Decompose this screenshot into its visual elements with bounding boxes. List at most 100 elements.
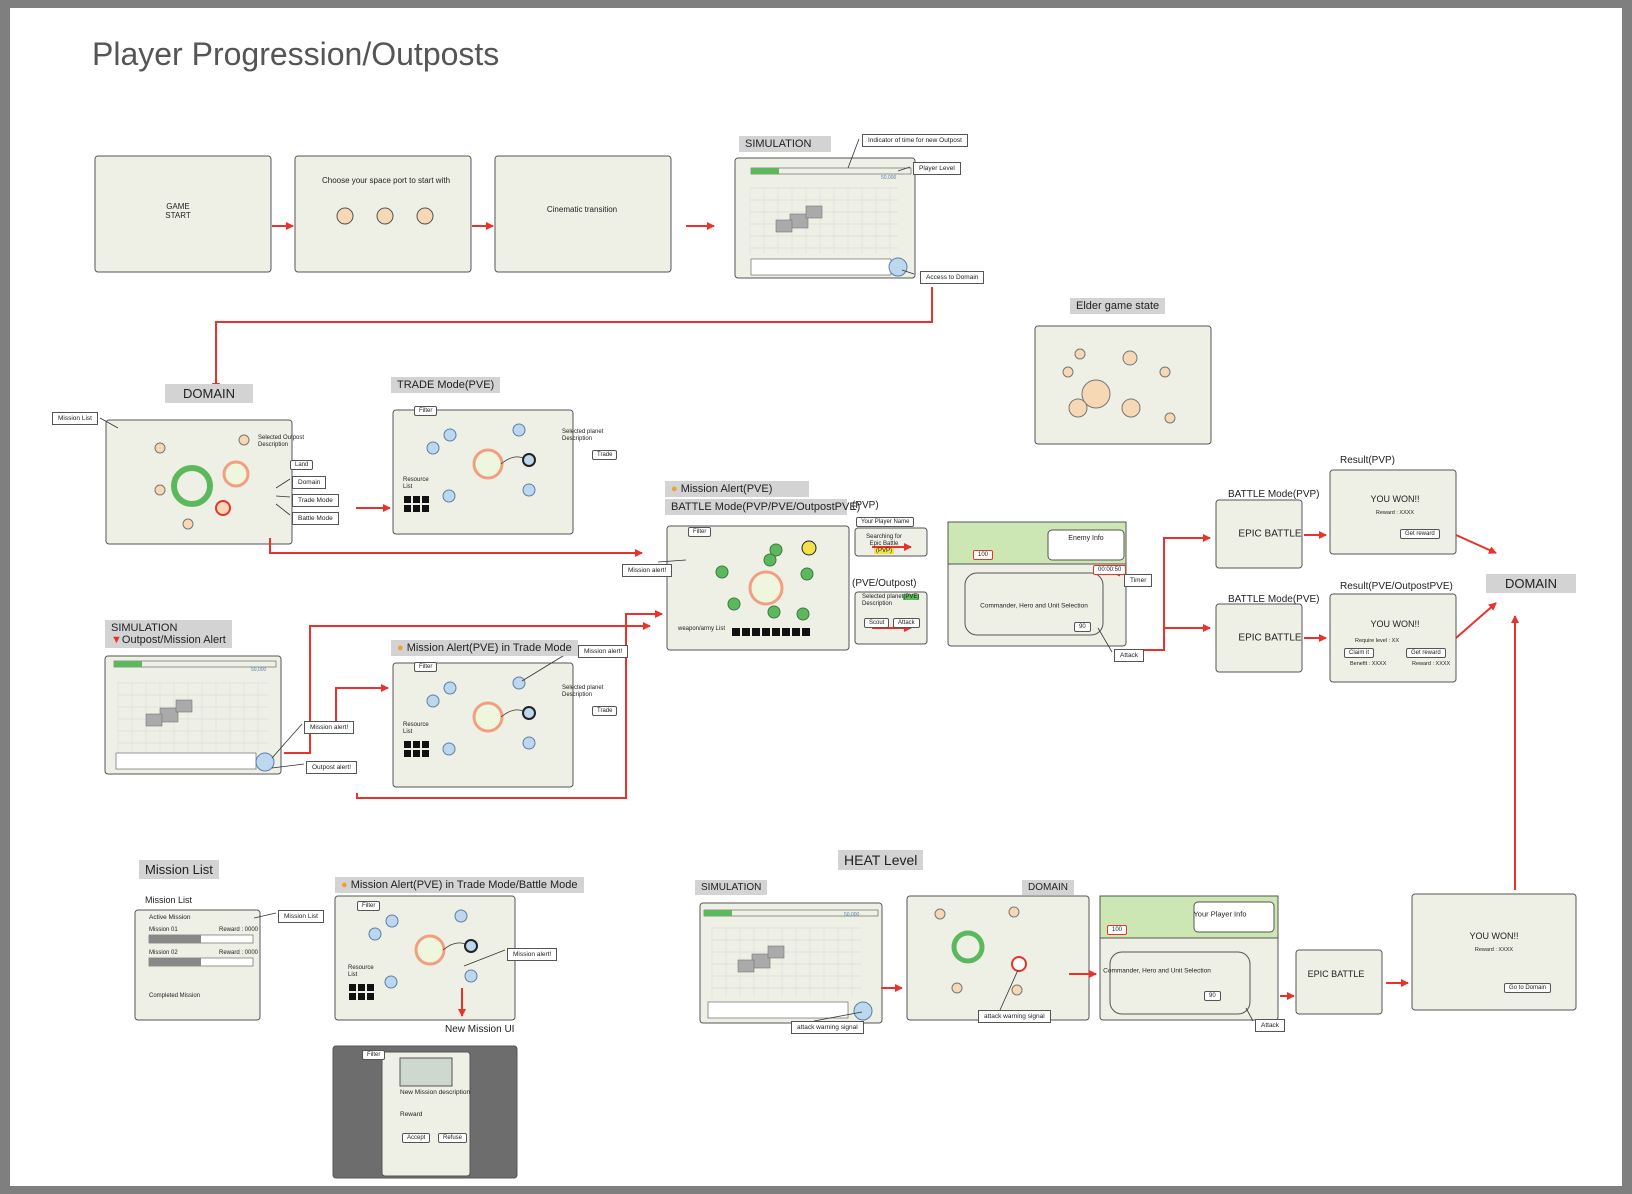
timer-value: 00:00:50 [1093,565,1127,575]
enemy-info-label: Enemy Info [1068,534,1104,542]
heat-commander-panel [1099,895,1279,1021]
weapon-slot-7 [802,628,810,636]
port-circle-2 [416,207,434,225]
sim-toolbar-1 [115,752,257,770]
elder-planet-4 [1159,366,1171,378]
domain-header: DOMAIN [165,384,253,403]
battle-planet-1 [769,543,783,557]
resource-cell-1-2-0 [422,741,429,748]
battle-planet-6 [763,553,777,567]
resource-cell-1-2-1 [422,750,429,757]
heat-home-ring [951,930,985,964]
mission-bar-0 [148,934,254,944]
resource-cell-0-1-1 [413,505,420,512]
accept-button[interactable]: Accept [402,1133,431,1143]
choose-port-panel [294,155,472,273]
battle-mode-header: BATTLE Mode(PVP/PVE/OutpostPVE) [665,499,860,515]
resource-cell-0-0-1 [404,505,411,512]
access-domain-note: Access to Domain [920,271,985,284]
trade-planet-3 [442,489,456,503]
level-fill-2 [704,910,732,916]
domain-access-icon-0 [888,257,908,277]
new-mission-filter[interactable]: Filter [362,1050,386,1060]
active-mission-label: Active Mission [149,914,191,921]
heat-warning-target [1011,956,1027,972]
mission-bar-fill-1 [149,958,201,966]
callout-leader-5 [275,495,291,498]
player-name-field: Your Player Name [856,517,915,527]
flow-arrow-3 [212,287,933,391]
elder-header: Elder game state [1070,298,1166,314]
trade-button[interactable]: Trade [592,450,618,460]
hp-badge: 100 [973,550,994,560]
callout-leader-1 [897,166,911,172]
weapon-slot-2 [752,628,760,636]
timer-note: Timer [1124,574,1153,587]
battle-planet-4 [796,607,810,621]
pvp-tag: (PVP) [873,547,894,554]
mission-alert-note: Mission alert! [622,564,673,577]
tb-alert-filter[interactable]: Filter [357,901,381,911]
claim-button[interactable]: Claim it [1344,648,1375,658]
completed-mission-label: Completed Mission [149,993,201,999]
weapon-slot-3 [762,628,770,636]
port-circle-1 [376,207,394,225]
resource-cell-2-2-0 [367,984,374,991]
player-level-note: Player Level [913,162,961,175]
attack-button[interactable]: Attack [893,618,920,628]
tb-alert-header: ● Mission Alert(PVE) in Trade Mode/Battl… [335,877,584,893]
weapon-slot-5 [782,628,790,636]
new-mission-dialog [381,1051,471,1177]
resource-cell-2-1-0 [358,984,365,991]
resource-cell-1-0-1 [404,750,411,757]
resource-cell-1-1-1 [413,750,420,757]
refuse-button[interactable]: Refuse [438,1133,468,1143]
flow-arrow-12 [1455,534,1497,554]
heat-domain-header: DOMAIN [1022,880,1074,895]
sim-alert-grid [117,682,268,751]
trade-note: Trade Mode [292,494,339,507]
trade-alert-mission-note: Mission alert! [578,645,629,658]
elder-planet-7 [1074,348,1086,360]
battle-center [748,570,784,606]
trade-alert-filter[interactable]: Filter [414,662,438,672]
get-reward-pvp-button[interactable]: Get reward [1400,529,1440,539]
benefit-label: Benefit : XXXX [1350,661,1387,667]
elder-panel [1034,325,1212,445]
domain-planet-3 [182,518,194,530]
callout-leader-11 [271,763,305,769]
get-reward-pve-button[interactable]: Get reward [1406,648,1446,658]
cost-badge: 90 [1074,622,1091,632]
go-domain-button[interactable]: Go to Domain [1504,983,1552,993]
trade-alert-planet-1 [443,681,457,695]
resource-cell-1-0-0 [404,741,411,748]
domain-note: Domain [292,476,327,489]
battle-mystery [801,540,817,556]
mission-list-header: Mission List [139,860,219,879]
scout-button[interactable]: Scout [864,618,890,628]
callout-leader-10 [271,723,303,759]
new-mission-header: New Mission UI [445,1024,515,1035]
resource-cell-0-0-0 [404,496,411,503]
elder-planet-1 [1121,398,1141,418]
domain-selected-outpost [222,460,250,488]
battle-filter-button[interactable]: Filter [688,527,712,537]
heat-sim-panel [699,902,883,1024]
resource-cell-2-0-1 [349,993,356,1000]
land-button[interactable]: Land [290,460,314,470]
battle-planet-3 [727,597,741,611]
tb-alert-planet-3 [384,975,398,989]
building-2 [737,945,785,973]
mission-01-label: Mission 01 [149,927,178,933]
trade-alert-planet-3 [442,742,456,756]
battle-planet-2 [800,567,814,581]
callout-leader-6 [275,503,291,516]
filter-button[interactable]: Filter [414,406,438,416]
domain-access-icon-1 [255,752,275,772]
trade-alert-planet-4 [522,736,536,750]
trade-alert-trade-button[interactable]: Trade [592,706,618,716]
won-pvp-label: YOU WON!! [1370,493,1420,504]
